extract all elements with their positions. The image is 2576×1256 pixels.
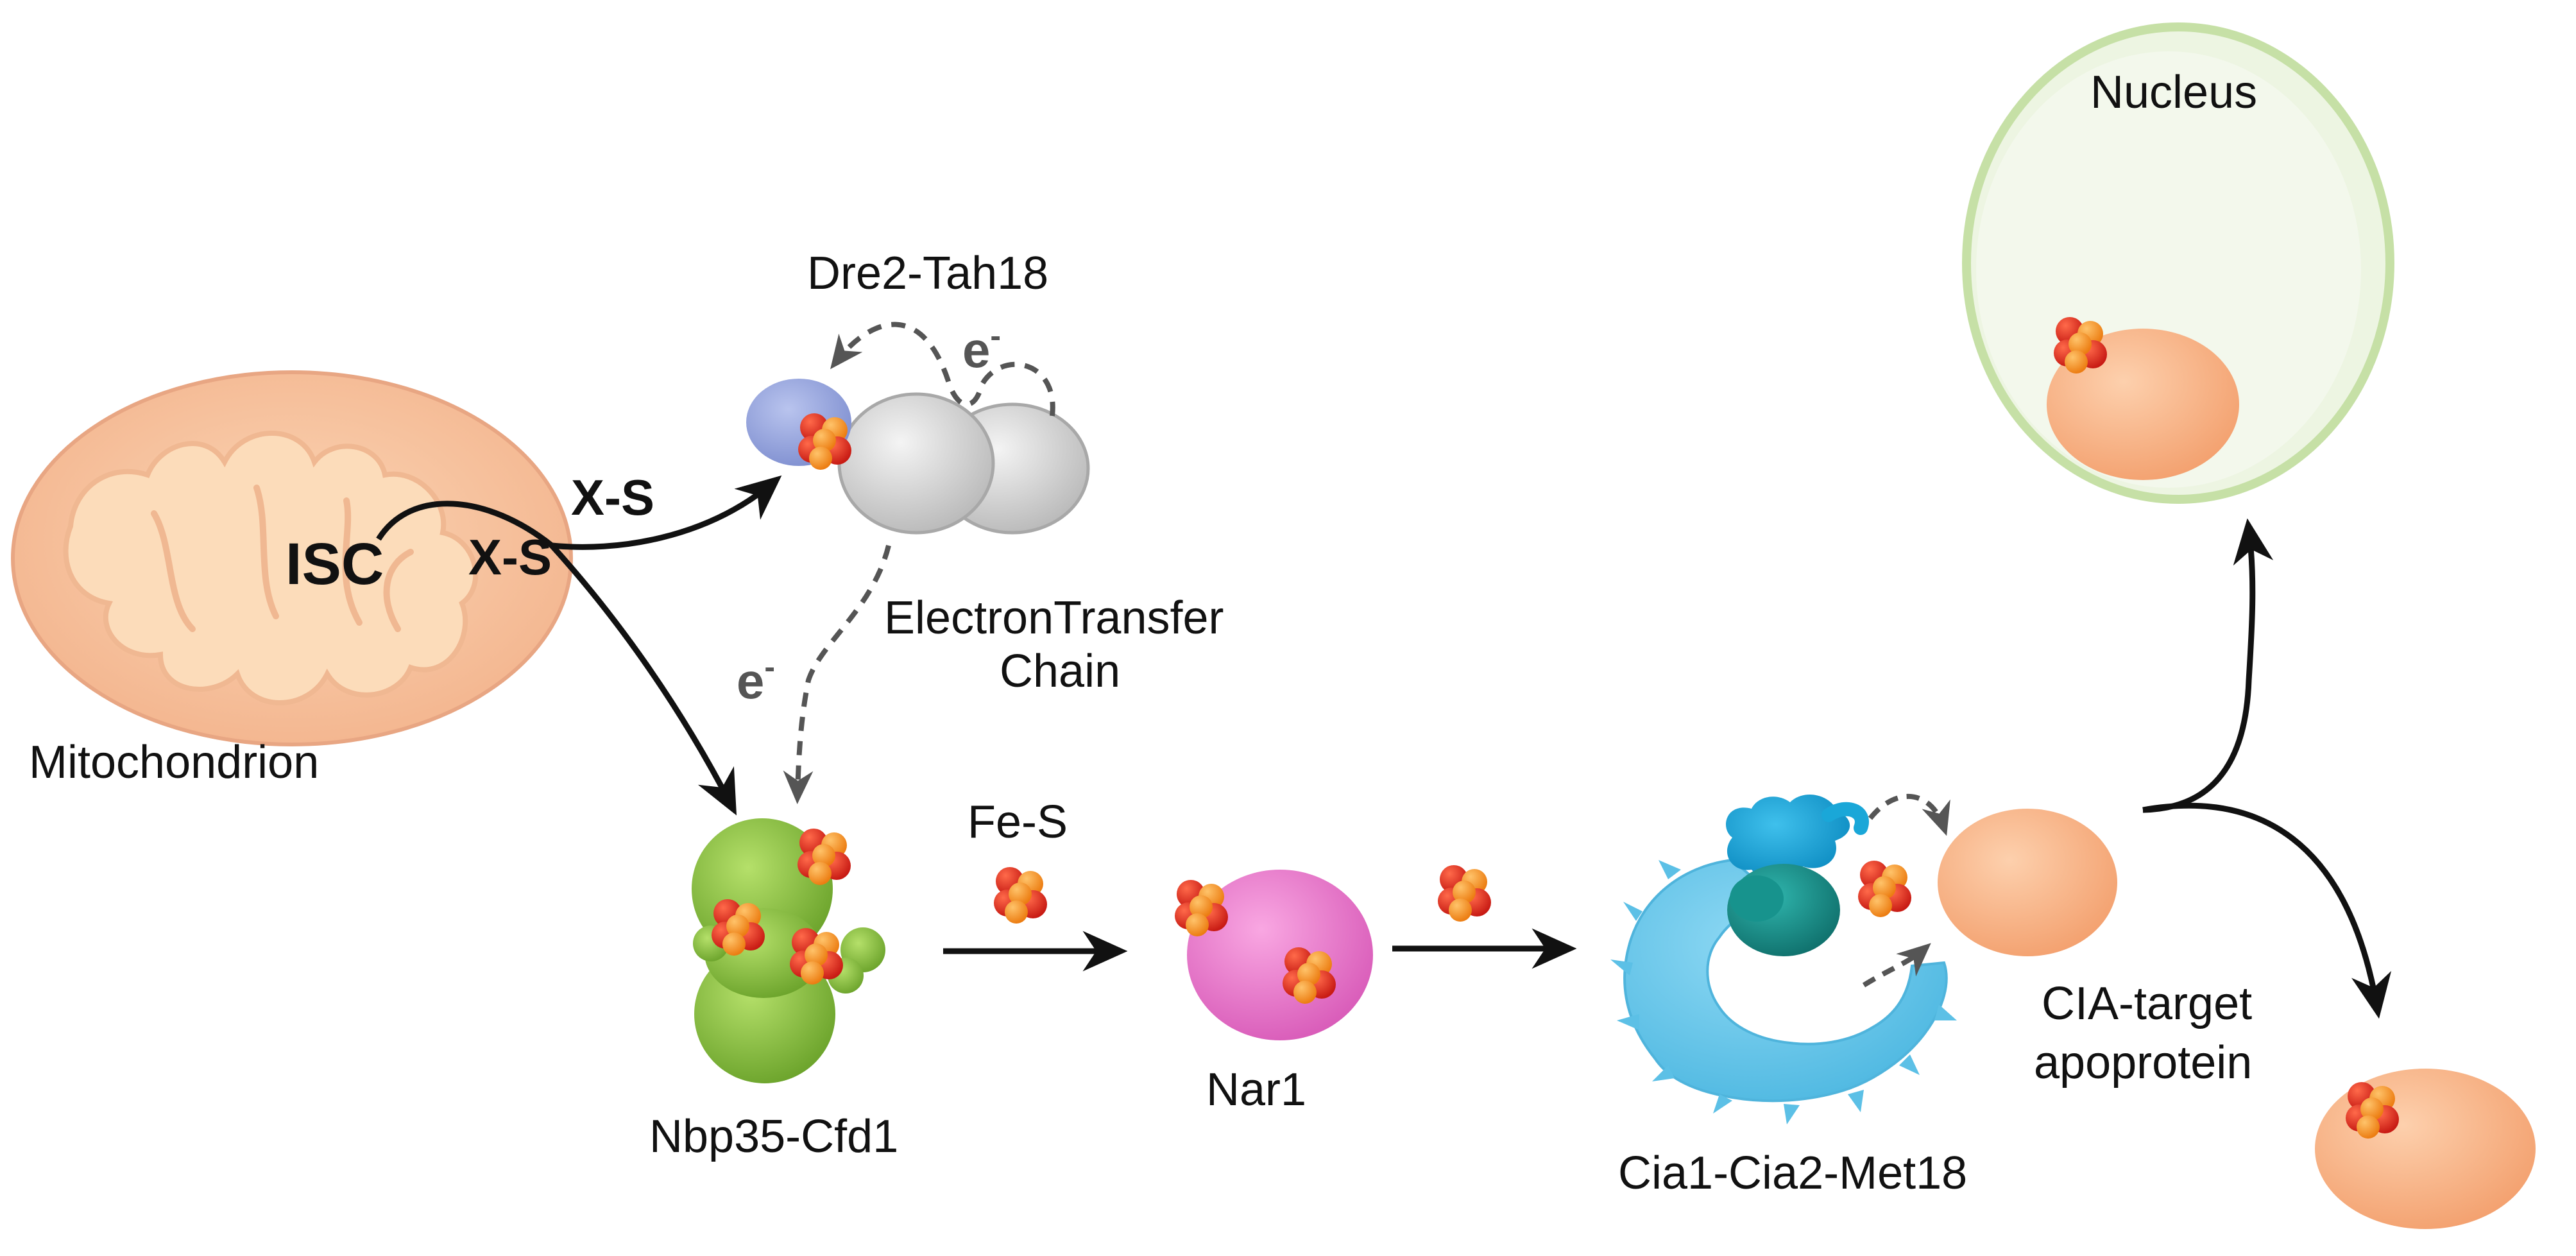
fe-s-cluster-icon	[1438, 865, 1491, 922]
fe-s-cluster-icon	[798, 413, 851, 470]
etc-label-line2: Chain	[1000, 646, 1120, 697]
mitochondrion	[11, 370, 573, 746]
arrow-to-nucleus	[2142, 518, 2274, 813]
nbp35-cfd1-label: Nbp35-Cfd1	[649, 1111, 898, 1162]
cia-target-apoprotein	[1938, 809, 2117, 956]
nbp35-cfd1-complex	[692, 818, 885, 1083]
arrow-to-cytosol	[2142, 802, 2392, 1019]
xs-upper-label: X-S	[571, 469, 654, 526]
cia-target-label-line1: CIA-target	[2042, 978, 2252, 1029]
cia-targeting-complex	[1610, 795, 1957, 1124]
cytosolic-holoprotein	[2315, 1069, 2536, 1229]
cia-complex-label: Cia1-Cia2-Met18	[1618, 1148, 1967, 1199]
dre2-tah18-label: Dre2-Tah18	[807, 248, 1048, 299]
nar1-label: Nar1	[1206, 1064, 1306, 1115]
etc-label-line1: ElectronTransfer	[884, 592, 1224, 644]
electron-transfer-arrow	[783, 545, 891, 804]
fe-s-cluster-icon	[712, 899, 765, 956]
electron-label-top: e-	[962, 318, 1001, 378]
cia-target-label-line2: apoprotein	[2034, 1037, 2252, 1088]
xs-arrow-to-nbp35	[549, 543, 737, 816]
electron-loop-arrow	[830, 322, 1055, 417]
isc-label: ISC	[286, 531, 384, 597]
fe-s-cluster-icon	[1175, 880, 1228, 936]
fes-label: Fe-S	[968, 796, 1068, 848]
fe-s-cluster-icon	[798, 829, 851, 885]
fe-s-cluster-icon	[2054, 317, 2107, 374]
fe-s-cluster-icon	[994, 867, 1047, 924]
dashed-arrow-upper	[1868, 794, 1950, 836]
fe-s-cluster-icon	[790, 928, 843, 985]
dashed-arrow-lower	[1862, 943, 1931, 988]
fe-s-cluster-icon	[2346, 1082, 2399, 1139]
xs-lower-label: X-S	[468, 529, 552, 585]
nucleus-label: Nucleus	[2090, 67, 2257, 118]
nuclear-holoprotein	[2047, 317, 2239, 480]
nar1-protein	[1175, 870, 1373, 1040]
electron-label-left: e-	[737, 649, 775, 709]
fe-s-cluster-icon	[1283, 947, 1336, 1004]
dre2-tah18-complex	[746, 379, 1090, 535]
fe-s-cluster-icon	[1858, 861, 1911, 917]
mitochondrion-label: Mitochondrion	[29, 737, 319, 788]
